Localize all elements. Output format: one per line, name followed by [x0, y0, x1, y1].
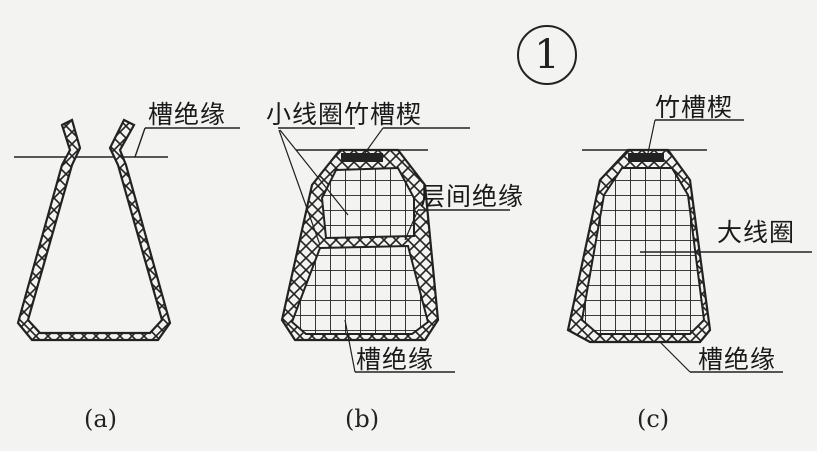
- panel-a-slot: [14, 118, 240, 342]
- label-b-small-coil-wedge: 小线圈竹槽楔: [266, 100, 423, 129]
- label-a-slot-insulation: 槽绝缘: [148, 100, 227, 129]
- panel-b-slot: [278, 127, 510, 373]
- label-c-bamboo-wedge: 竹槽楔: [655, 93, 734, 122]
- caption-a: (a): [84, 405, 118, 433]
- panel-c-slot: [566, 119, 812, 373]
- caption-c: (c): [637, 405, 670, 433]
- caption-b: (b): [345, 405, 380, 433]
- figure-number: 1: [517, 25, 577, 85]
- label-c-slot-insulation: 槽绝缘: [698, 345, 777, 374]
- label-b-interlayer-insulation: 层间绝缘: [420, 182, 525, 211]
- label-b-slot-insulation: 槽绝缘: [356, 345, 435, 374]
- label-c-large-coil: 大线圈: [717, 218, 796, 247]
